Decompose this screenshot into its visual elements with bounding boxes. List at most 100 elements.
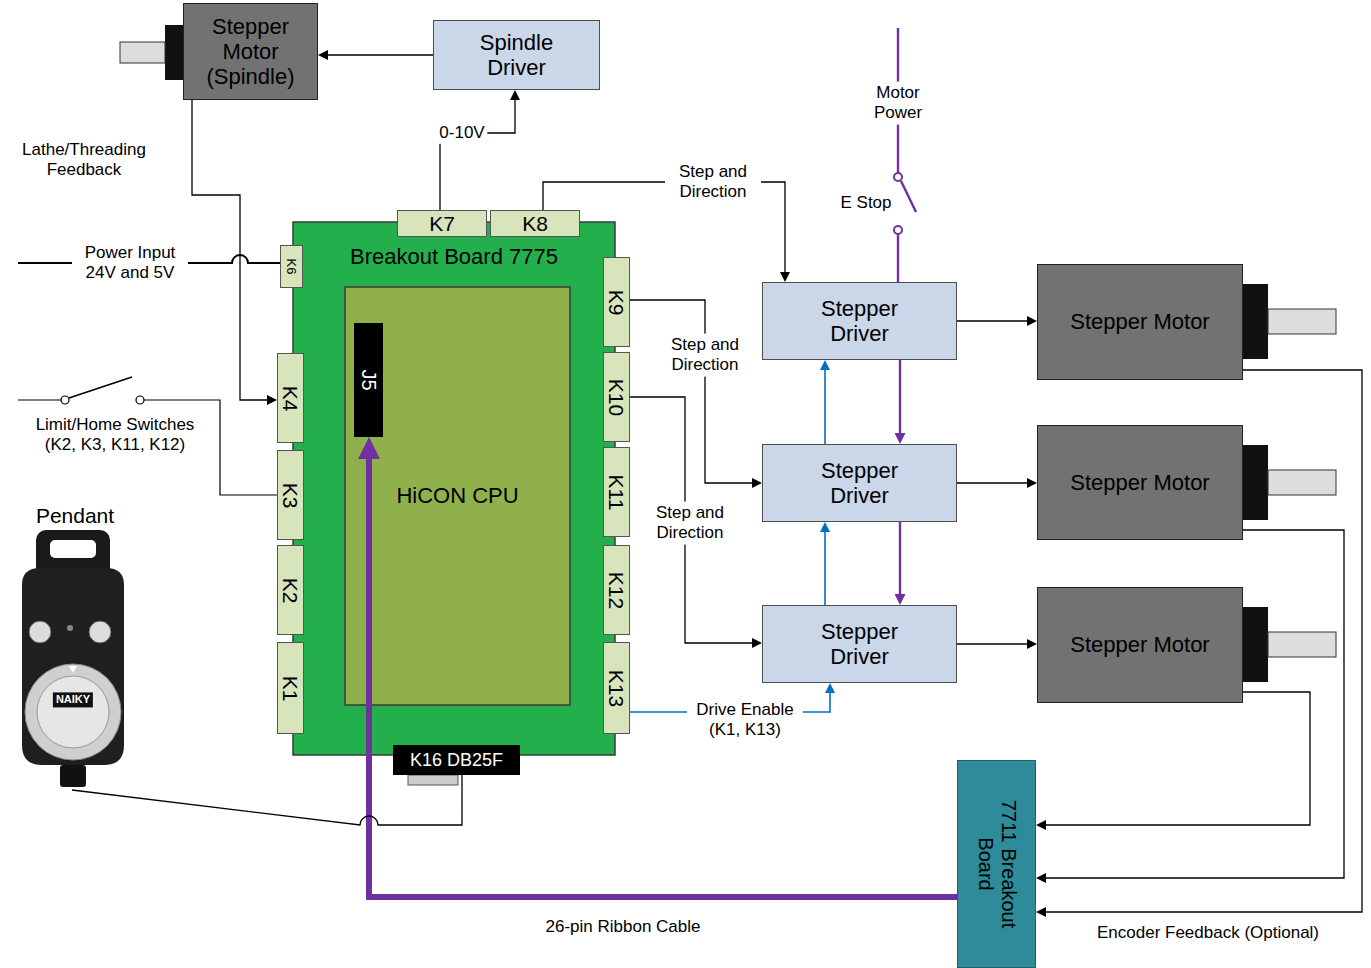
pendant-knob [29,621,51,643]
node-label: K9 [606,289,627,315]
brand-label: NAIKY [53,692,93,707]
terminal-block: K9 [603,257,630,347]
header-connector: J5 [354,323,383,437]
driver-box: Stepper Driver [762,282,957,360]
node-label: K3 [280,482,301,508]
pendant-body [22,568,124,765]
connector-line [1039,530,1344,878]
connector-line [321,54,433,55]
edge-label: Lathe/Threading Feedback [6,139,162,182]
connector-line [899,360,901,440]
breakout-board-ground [293,222,615,755]
estop-contact [894,173,902,181]
motor-power-wire [897,234,899,282]
node-label: K8 [522,213,548,234]
connector-line [957,643,1034,644]
connector-line [440,93,515,210]
node-label: Stepper Motor (Spindle) [199,14,303,90]
connector-line [957,320,1034,321]
terminal-block: K8 [490,210,580,237]
pendant-plug [60,765,86,787]
node-label: Stepper Driver [800,619,920,670]
driver-box: Stepper Driver [762,444,957,522]
edge-label: Step and Direction [642,502,738,545]
terminal-block: K7 [397,210,487,237]
terminal-block: K13 [603,642,630,734]
node-label: K16 DB25F [410,751,503,769]
edge-label: 0-10V [436,122,487,144]
node-label: K2 [280,577,301,603]
node-label: K4 [280,385,301,411]
motor-shaft [1268,632,1336,657]
node-label: J5 [359,369,379,390]
edge-label: Step and Direction [657,334,753,377]
connector-line [630,397,759,643]
estop-lever [901,181,916,212]
node-label: Stepper Motor [1070,309,1209,334]
pendant-knob [89,621,111,643]
node-label: Spindle Driver [462,30,572,81]
pendant-handle-hole [50,540,96,558]
edge-label: Drive Enable (K1, K13) [687,699,803,742]
switch-wire [18,399,61,400]
pendant-illustration [22,530,124,787]
feedback-label: Encoder Feedback (Optional) [1094,922,1322,944]
terminal-block: K10 [603,352,630,442]
estop-contact [894,226,902,234]
connector-line [1039,692,1310,825]
switch-lever [69,377,132,398]
connector-line [899,522,901,601]
node-label: HiCON CPU [396,483,518,508]
motor-collar [165,25,183,80]
switch-label: E Stop [837,192,894,214]
pendant-wheel-hub [37,676,109,748]
connector-line [192,100,274,400]
cpu-board-ground [345,287,570,705]
switch-label: Limit/Home Switches (K2, K3, K11, K12) [27,414,203,457]
breakout-board: Breakout Board 7775HiCON CPUJ5K7K8K6K4K3… [293,222,615,755]
db25-connector: K16 DB25F [393,745,520,775]
terminal-block: K2 [277,545,304,635]
switch-contact [61,396,69,404]
terminal-block: K12 [603,545,630,635]
connector-line [72,775,462,825]
node-label: K11 [606,474,627,510]
node-label: K12 [606,571,627,608]
terminal-block: K4 [277,353,304,443]
breakout-board: 7711 Breakout Board [957,760,1036,968]
db25-plug [408,775,458,785]
motor-collar [1243,284,1268,359]
node-label: Breakout Board 7775 [350,244,558,269]
motor-shaft [120,42,165,63]
node-label: Stepper Motor [1070,470,1209,495]
node-label: K7 [429,213,455,234]
node-label: Stepper Driver [800,296,920,347]
terminal-block: K11 [603,447,630,537]
node-label: 7711 Breakout Board [974,789,1020,939]
terminal-block: K3 [277,450,304,540]
edge-label: Step and Direction [665,161,761,204]
edge-label: 26-pin Ribbon Cable [543,916,704,938]
pendant-led [67,625,73,631]
driver-box: Stepper Driver [762,605,957,683]
switch-contact [136,396,144,404]
motor-collar [1243,607,1268,682]
connector-line [824,363,826,444]
driver-box: Spindle Driver [433,20,600,90]
motor-collar [1243,445,1268,520]
node-label: Stepper Driver [800,458,920,509]
node-label: K13 [606,669,627,706]
motor-box: Stepper Motor [1037,587,1243,703]
node-label: K6 [285,259,298,275]
pendant: Pendant [15,503,135,790]
pendant-wheel [25,664,121,760]
node-label: Stepper Motor [1070,632,1209,657]
cpu-board: HiCON CPU J5 [345,287,570,705]
motor-box: Stepper Motor (Spindle) [183,3,318,100]
terminal-block: K1 [277,642,304,734]
node-label: Pendant [36,504,114,528]
connector-line [824,525,826,605]
node-label: K1 [280,675,301,701]
node-label: K10 [606,378,627,415]
